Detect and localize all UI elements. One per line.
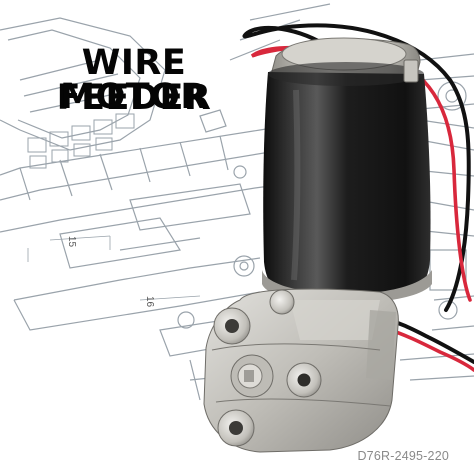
title-line-2: MOTOR [60, 77, 208, 117]
mounting-boss-bottom [217, 409, 255, 447]
mounting-boss-top [213, 307, 251, 345]
motor-body [263, 72, 431, 296]
model-code: D76R-2495-220 [357, 449, 449, 463]
mounting-boss-upper-right [269, 289, 295, 315]
drawing-label-15: 15 [66, 235, 78, 248]
motor [262, 37, 432, 304]
gearbox [203, 288, 399, 453]
output-shaft [230, 354, 274, 398]
title-line-1: WIRE FEEDER [56, 43, 212, 118]
drawing-label-16: 16 [144, 295, 156, 308]
mounting-boss-right [286, 362, 322, 398]
